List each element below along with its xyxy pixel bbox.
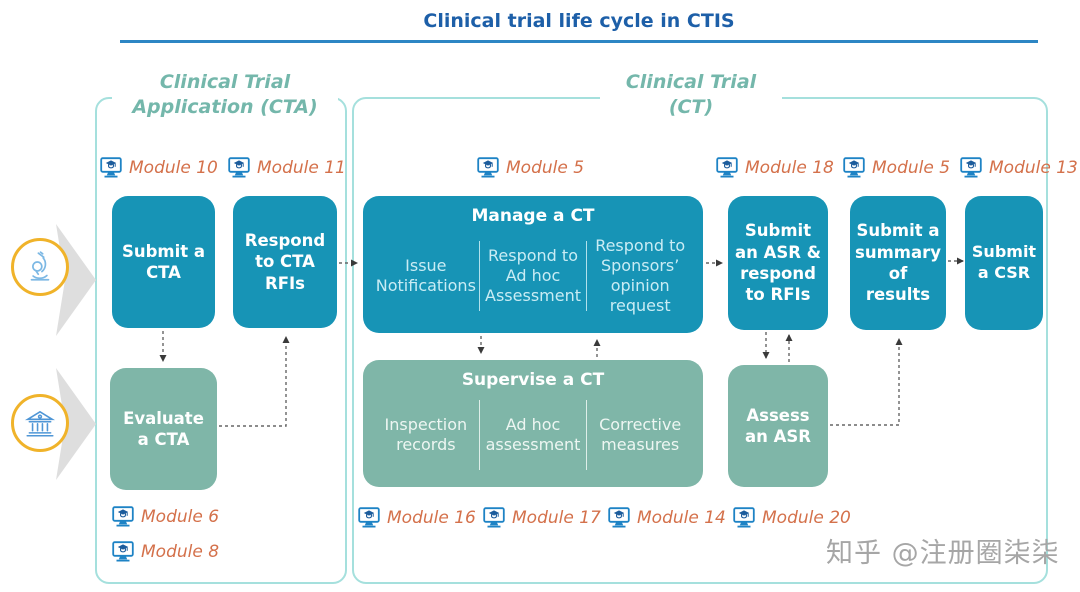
manage-ct-item: Respond to Ad hoc Assessment xyxy=(485,246,581,306)
box-evaluate-cta: Evaluate a CTA xyxy=(110,368,217,490)
training-monitor-icon xyxy=(960,157,982,178)
module-label-17: Module 17 xyxy=(483,507,601,528)
module-label-20: Module 20 xyxy=(733,507,851,528)
supervise-ct-item: Ad hoc assessment xyxy=(485,415,581,455)
training-monitor-icon xyxy=(228,157,250,178)
module-label-text: Module 5 xyxy=(506,157,585,178)
module-label-5-summary: Module 5 xyxy=(843,157,950,178)
column-divider xyxy=(478,241,481,312)
module-label-text: Module 6 xyxy=(141,506,220,527)
box-label: Submit a CTA xyxy=(121,241,206,282)
module-label-text: Module 17 xyxy=(512,507,601,528)
section-header-ct: Clinical Trial (CT) xyxy=(600,70,782,120)
box-manage-ct: Manage a CT Issue Notifications Respond … xyxy=(363,196,703,333)
box-submit-csr: Submit a CSR xyxy=(965,196,1043,330)
module-label-text: Module 13 xyxy=(989,157,1078,178)
section-header-cta: Clinical Trial Application (CTA) xyxy=(112,70,338,120)
training-monitor-icon xyxy=(608,507,630,528)
training-monitor-icon xyxy=(733,507,755,528)
column-divider xyxy=(585,400,588,471)
module-label-text: Module 18 xyxy=(745,157,834,178)
supervise-ct-items: Inspection records Ad hoc assessment Cor… xyxy=(363,391,703,487)
module-label-text: Module 11 xyxy=(257,157,346,178)
microscope-icon xyxy=(23,250,57,284)
module-label-10: Module 10 xyxy=(100,157,218,178)
module-label-18: Module 18 xyxy=(716,157,834,178)
watermark: 知乎 @注册圈柒柒 xyxy=(826,538,1060,569)
manage-ct-item: Issue Notifications xyxy=(375,256,476,296)
column-divider xyxy=(478,400,481,471)
box-submit-cta: Submit a CTA xyxy=(112,196,215,328)
training-monitor-icon xyxy=(716,157,738,178)
box-label: Evaluate a CTA xyxy=(123,408,204,449)
box-label: Submit an ASR & respond to RFIs xyxy=(734,221,822,305)
page-title: Clinical trial life cycle in CTIS xyxy=(423,10,735,32)
manage-ct-item: Respond to Sponsors’ opinion request xyxy=(595,236,686,316)
training-monitor-icon xyxy=(112,506,134,527)
training-monitor-icon xyxy=(483,507,505,528)
bank-icon xyxy=(23,406,57,440)
module-label-11: Module 11 xyxy=(228,157,346,178)
supervise-ct-item: Corrective measures xyxy=(599,415,682,455)
box-respond-cta-rfis: Respond to CTA RFIs xyxy=(233,196,337,328)
box-title: Supervise a CT xyxy=(461,370,605,390)
column-divider xyxy=(585,241,588,312)
training-monitor-icon xyxy=(358,507,380,528)
module-label-text: Module 20 xyxy=(762,507,851,528)
manage-ct-items: Issue Notifications Respond to Ad hoc As… xyxy=(363,227,703,333)
box-supervise-ct: Supervise a CT Inspection records Ad hoc… xyxy=(363,360,703,487)
title-underline xyxy=(120,40,1038,43)
box-submit-asr: Submit an ASR & respond to RFIs xyxy=(728,196,828,330)
module-label-text: Module 10 xyxy=(129,157,218,178)
module-label-text: Module 8 xyxy=(141,541,220,562)
module-label-text: Module 16 xyxy=(387,507,476,528)
box-label: Submit a summary of results xyxy=(855,221,941,305)
box-label: Respond to CTA RFIs xyxy=(244,230,326,293)
training-monitor-icon xyxy=(112,541,134,562)
module-label-16: Module 16 xyxy=(358,507,476,528)
module-label-14: Module 14 xyxy=(608,507,726,528)
box-submit-summary: Submit a summary of results xyxy=(850,196,946,330)
training-monitor-icon xyxy=(843,157,865,178)
module-label-text: Module 5 xyxy=(872,157,951,178)
module-label-13: Module 13 xyxy=(960,157,1078,178)
box-label: Assess an ASR xyxy=(745,405,811,446)
module-label-text: Module 14 xyxy=(637,507,726,528)
module-label-8: Module 8 xyxy=(112,541,219,562)
sponsor-actor-badge xyxy=(11,238,69,296)
box-assess-asr: Assess an ASR xyxy=(728,365,828,487)
box-label: Submit a CSR xyxy=(971,242,1037,282)
training-monitor-icon xyxy=(477,157,499,178)
box-title: Manage a CT xyxy=(471,206,595,226)
module-label-6: Module 6 xyxy=(112,506,219,527)
supervise-ct-item: Inspection records xyxy=(384,415,468,455)
authority-actor-badge xyxy=(11,394,69,452)
training-monitor-icon xyxy=(100,157,122,178)
module-label-5-manage: Module 5 xyxy=(477,157,584,178)
